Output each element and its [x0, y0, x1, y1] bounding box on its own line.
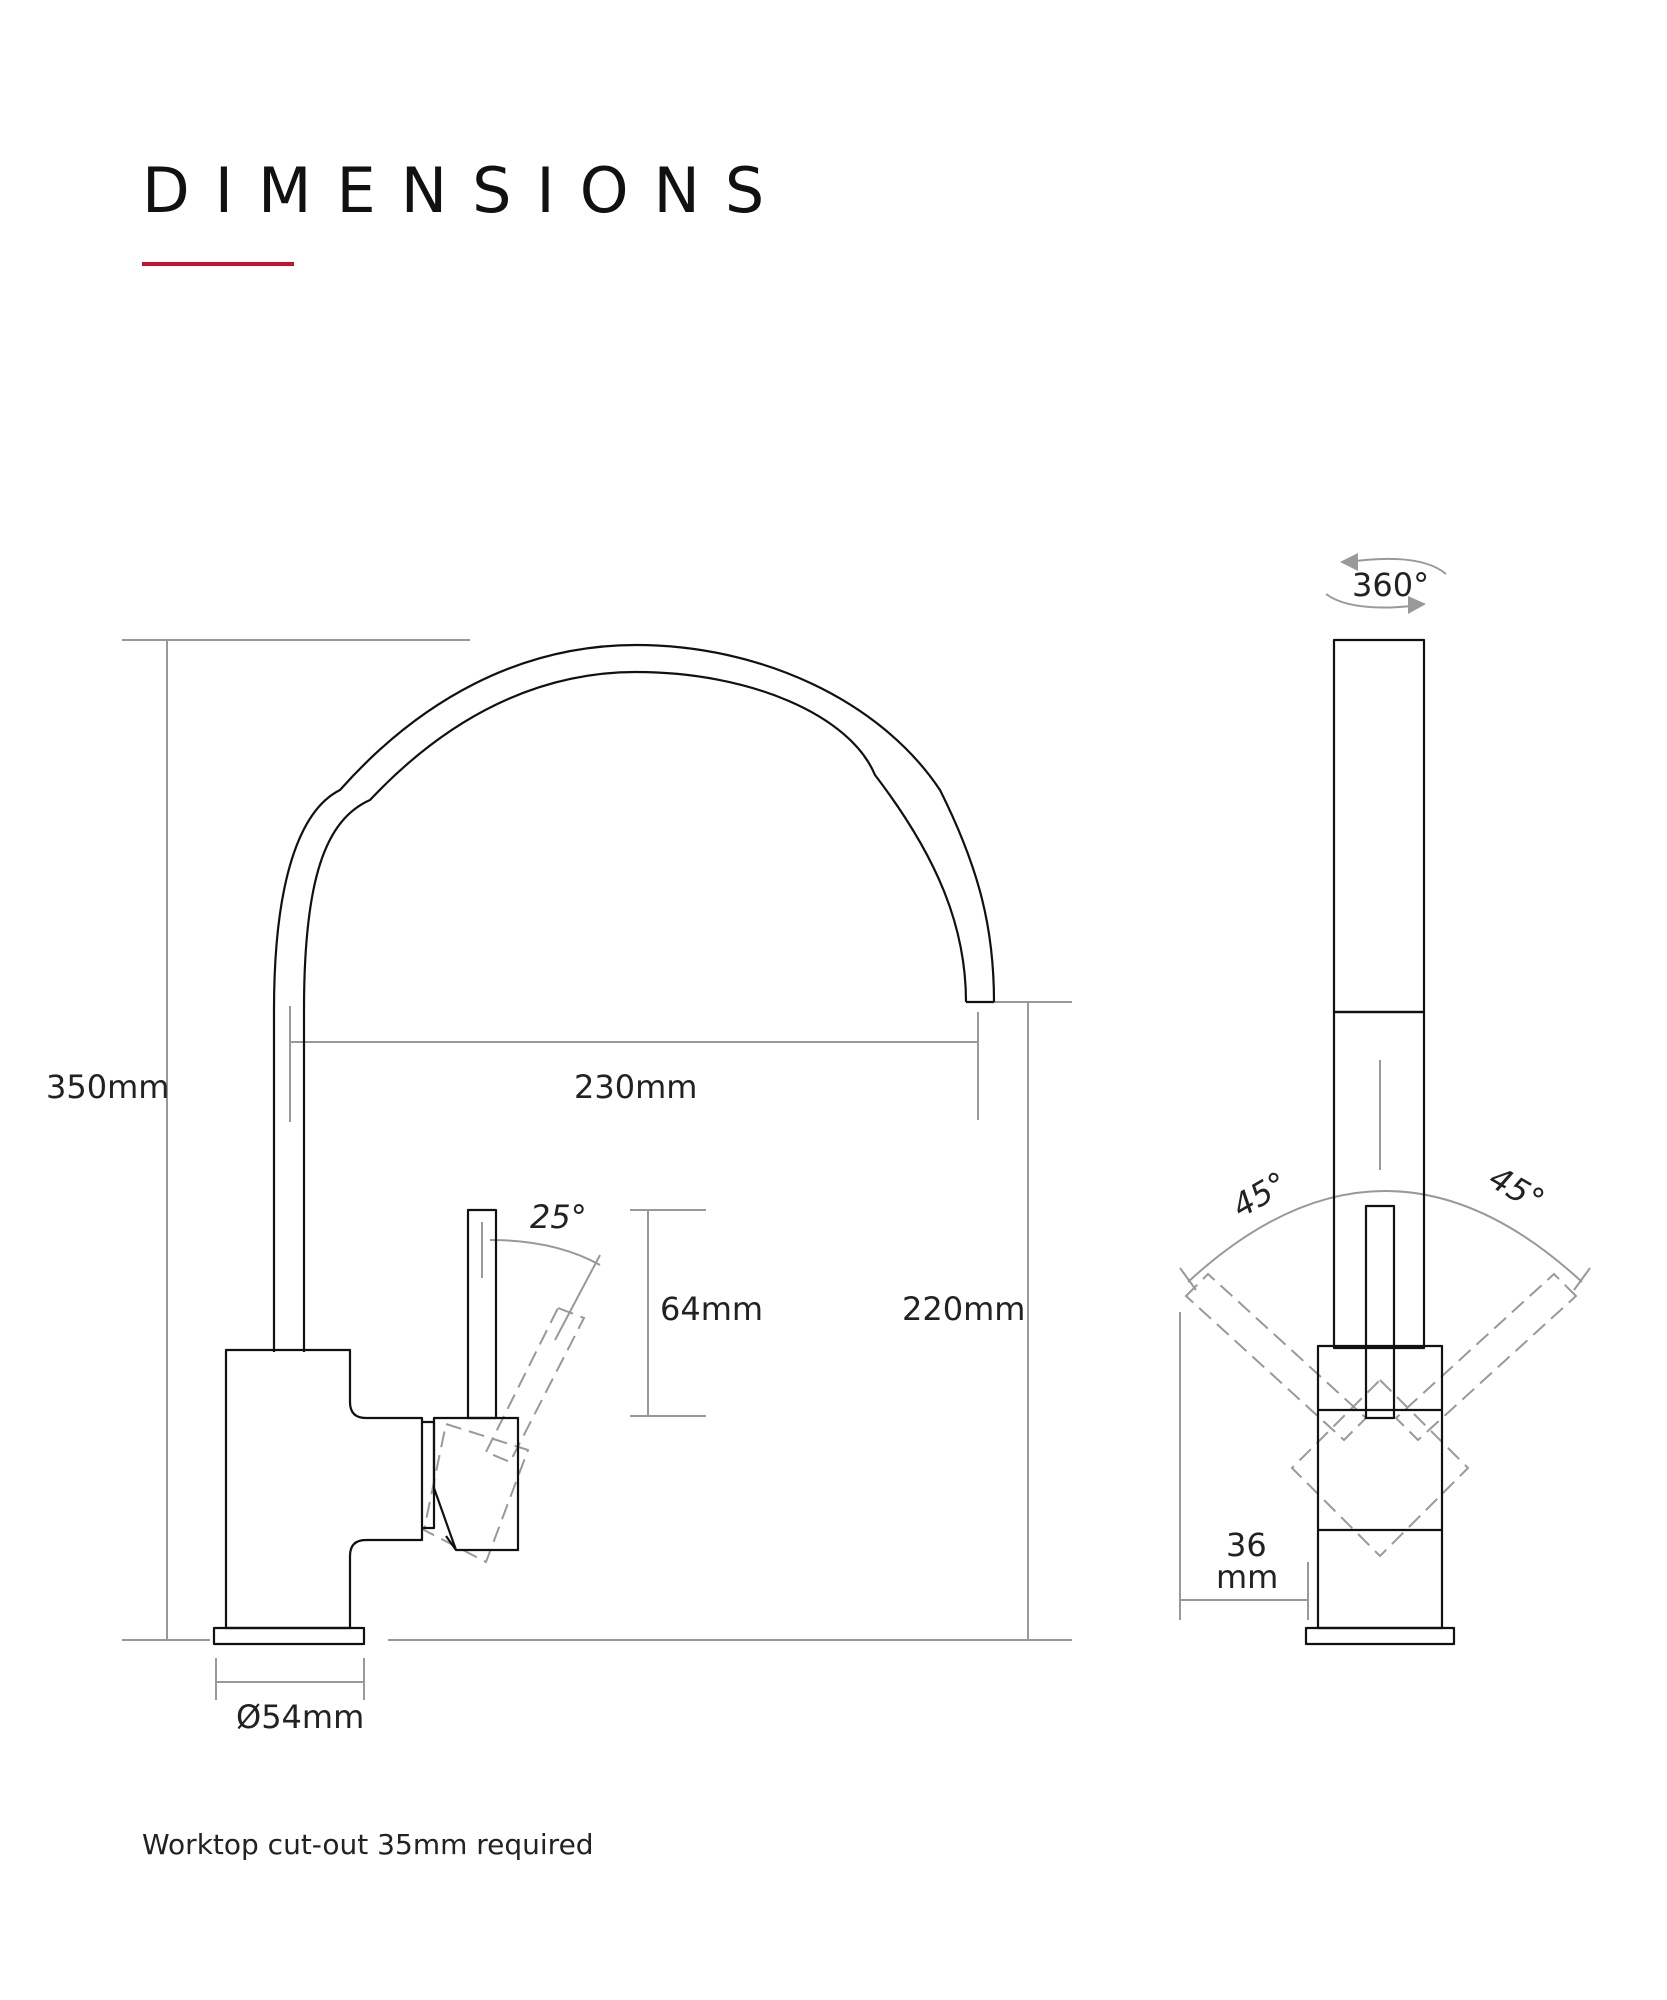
front-view: 360° 45° 45° 36 mm [1179, 553, 1591, 1646]
front-lever-swung-outlines [1184, 1272, 1578, 1558]
side-lever-tilted-outline [422, 1306, 586, 1564]
width-36-unit-label: mm [1216, 1558, 1278, 1596]
side-dimension-lines [122, 639, 1072, 1700]
lever-64-label: 64mm [660, 1290, 763, 1328]
page-title: DIMENSIONS [142, 154, 790, 227]
side-tap-outline [212, 643, 996, 1646]
width-36-value-label: 36 [1226, 1526, 1267, 1564]
front-lever-stem [1364, 1204, 1396, 1420]
title-accent-rule [142, 262, 294, 266]
base-54-label: Ø54mm [236, 1698, 364, 1736]
front-dimension-lines [1179, 1060, 1591, 1620]
spout-220-label: 220mm [902, 1290, 1025, 1328]
front-body [1316, 1344, 1444, 1630]
lever-swing-arc [1187, 1190, 1583, 1283]
front-base-plate [1304, 1626, 1456, 1646]
side-view: 350mm 230mm 25° 64mm 220mm Ø54mm [46, 639, 1072, 1736]
worktop-footnote: Worktop cut-out 35mm required [142, 1828, 594, 1861]
front-tap-outline [1304, 638, 1456, 1646]
front-spout-lower [1332, 1010, 1426, 1350]
front-spout-upper [1332, 638, 1426, 1014]
rotation-360-label: 360° [1352, 566, 1429, 604]
lever-angle-arc [489, 1239, 601, 1266]
rotation-arrows [1325, 553, 1447, 614]
reach-230-label: 230mm [574, 1068, 697, 1106]
lever-angle-tilt-line [554, 1254, 601, 1341]
swing-right-45-label: 45° [1483, 1158, 1551, 1219]
lever-25-angle-label: 25° [530, 1198, 587, 1236]
height-350-label: 350mm [46, 1068, 169, 1106]
